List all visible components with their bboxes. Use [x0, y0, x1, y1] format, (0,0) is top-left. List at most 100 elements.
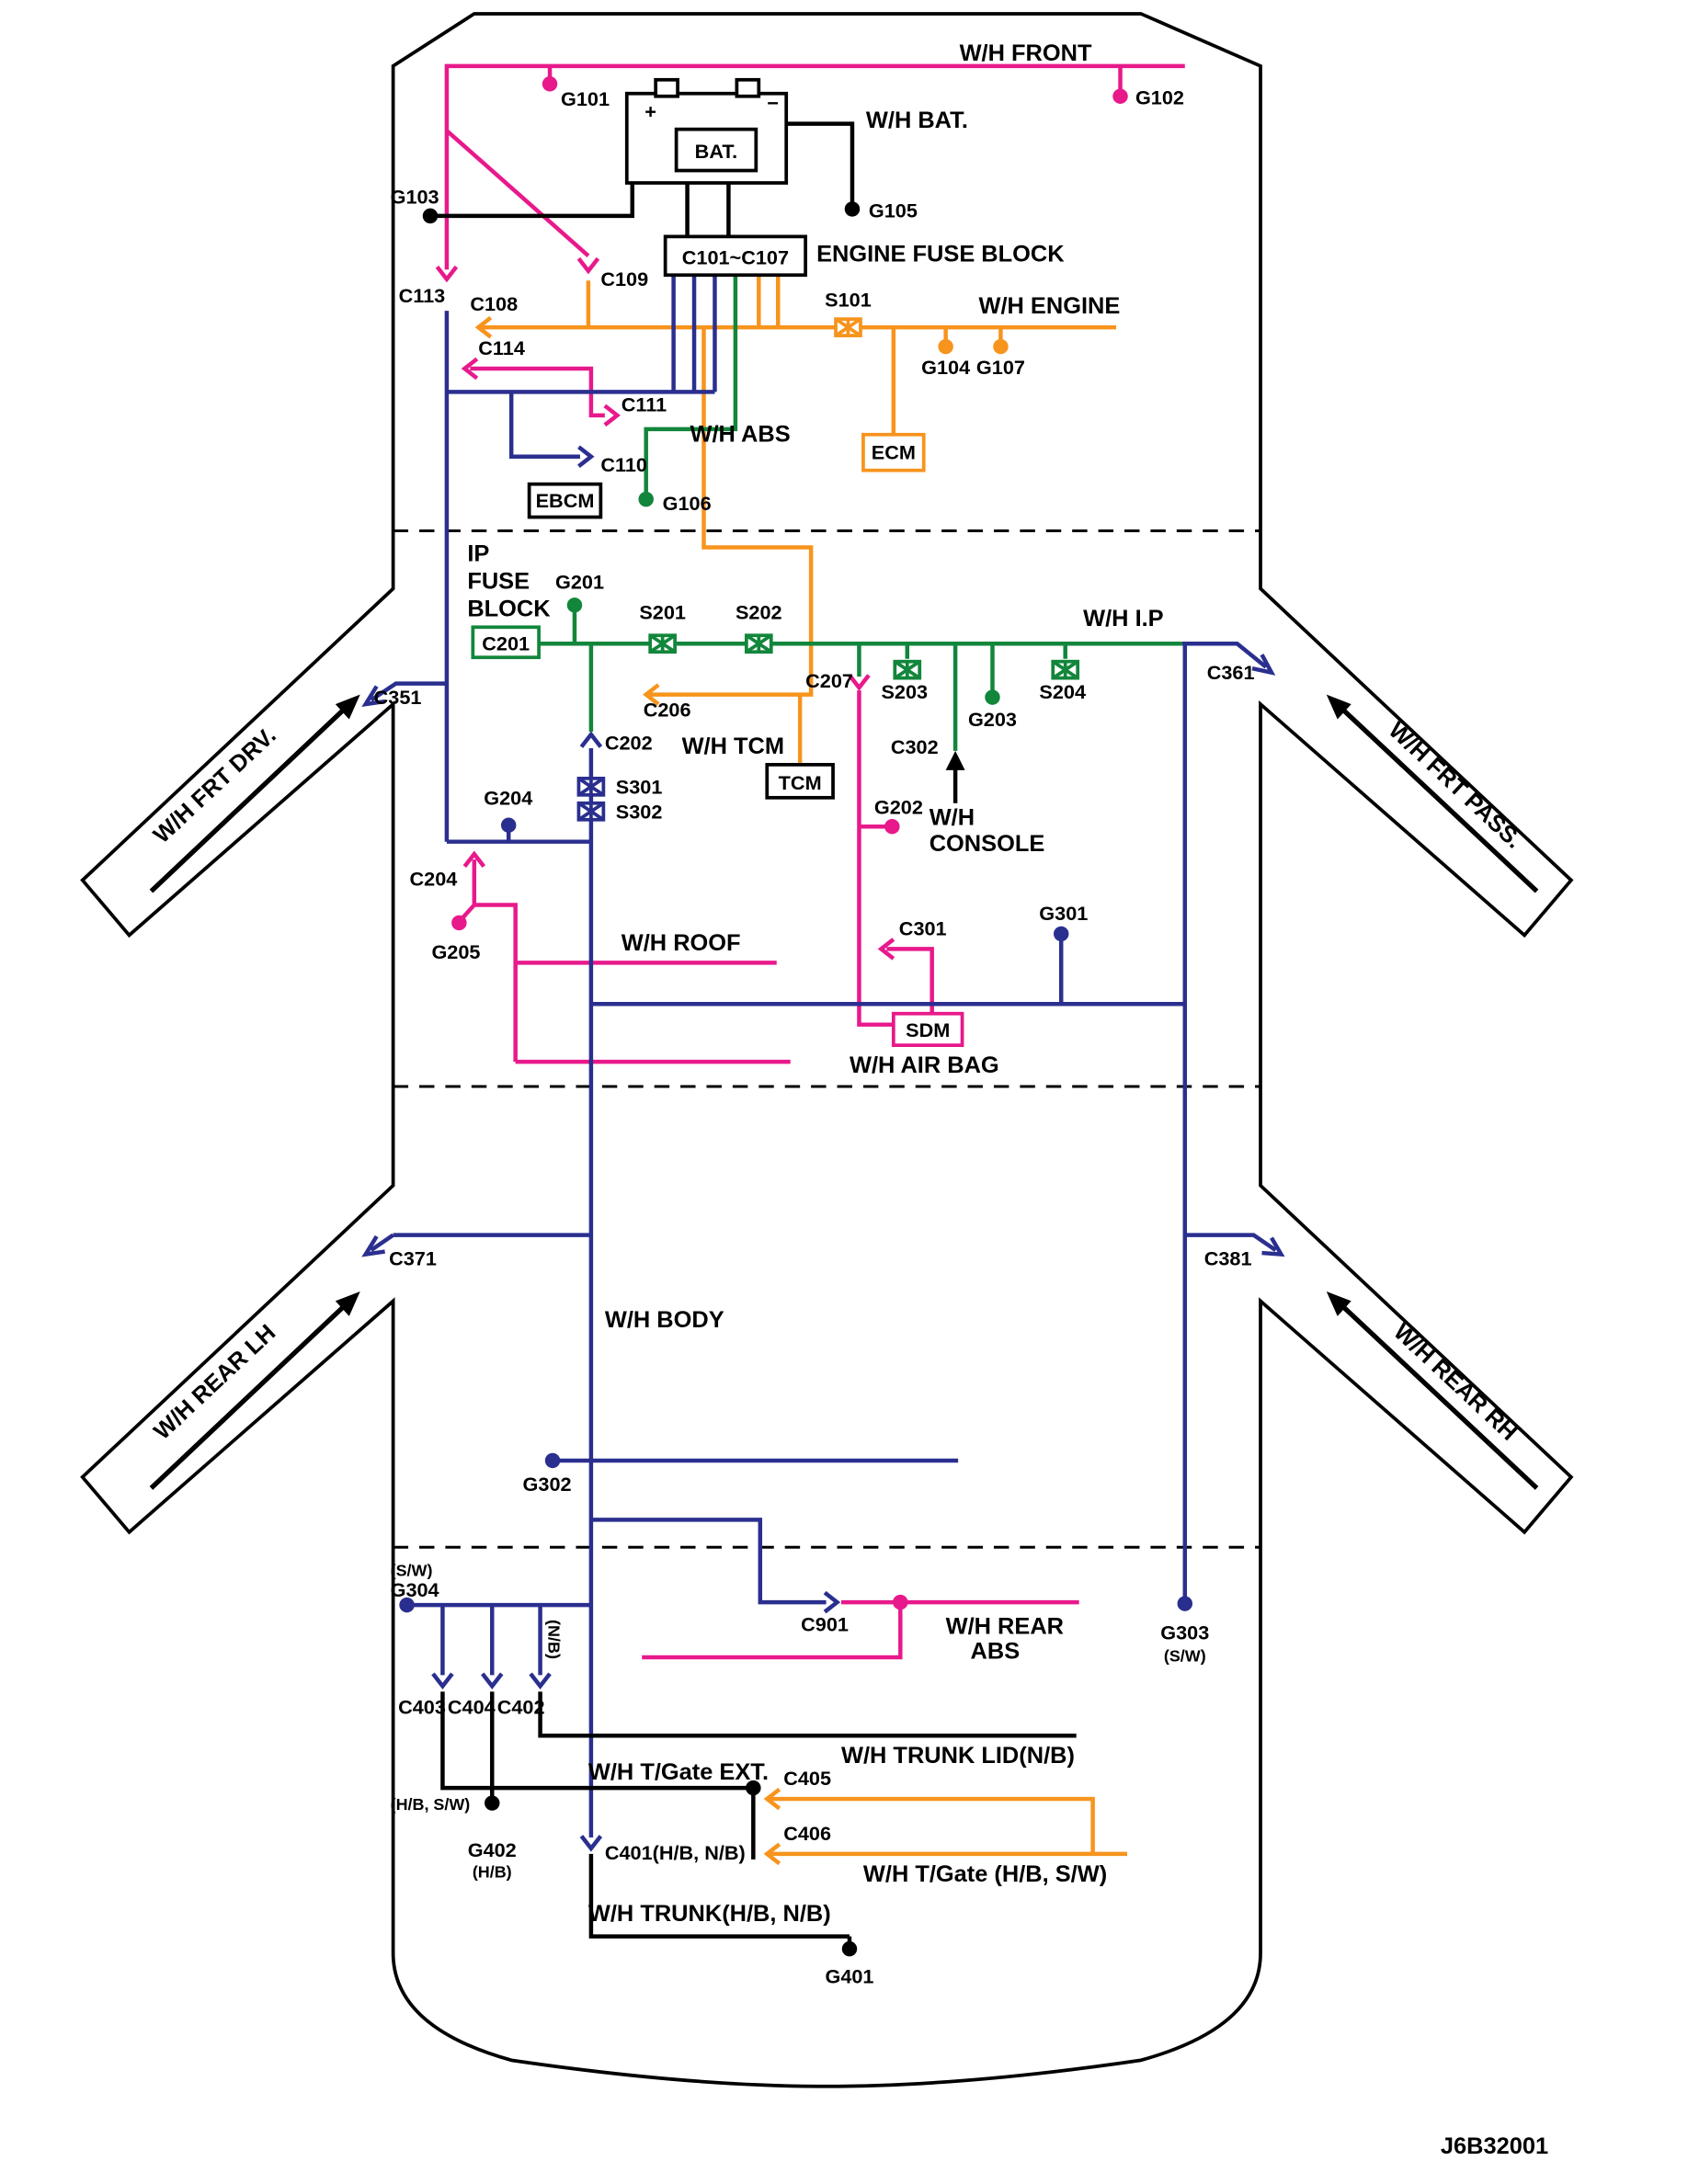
g301-ground-dot: [1054, 926, 1069, 942]
wh-rear-rh-label: W/H REAR RH: [1388, 1319, 1522, 1446]
fuse-block-label: C101~C107: [682, 245, 789, 268]
s204-label: S204: [1039, 680, 1086, 703]
nb-note: (N/B): [545, 1620, 564, 1659]
g402-branch-note: (H/B, S/W): [391, 1795, 471, 1814]
wh-tcm-label: W/H TCM: [682, 734, 784, 759]
s202-label: S202: [736, 600, 782, 623]
c108-connector: [474, 315, 493, 339]
s302-splice-symbol: [576, 801, 606, 822]
g205-ground-dot: [451, 915, 467, 931]
console-arrowhead: [945, 750, 965, 770]
s204-splice-symbol: [1051, 659, 1080, 680]
c302-label: C302: [891, 735, 939, 758]
c301-line: [886, 947, 934, 1014]
c109-connector: [576, 256, 600, 275]
frt-drv-channel-arrowhead: [335, 694, 360, 720]
g302-label: G302: [523, 1473, 572, 1496]
wh-engine-lines: [481, 275, 1117, 435]
wh-trunk-label: W/H TRUNK(H/B, N/B): [588, 1901, 831, 1927]
c111-label: C111: [622, 392, 667, 415]
g402-note: (H/B): [473, 1862, 512, 1881]
ip-fuse-block-line3: BLOCK: [467, 596, 551, 621]
c301-label: C301: [899, 916, 947, 939]
frt-pass-channel-arrow: [1340, 708, 1539, 893]
g106-label: G106: [663, 492, 712, 515]
g204-label: G204: [484, 786, 532, 809]
c361-label: C361: [1207, 661, 1255, 684]
g201-ground-dot: [566, 597, 583, 613]
g203-ground-dot: [985, 689, 1000, 705]
c901-label: C901: [801, 1613, 849, 1636]
c207-label: C207: [805, 669, 853, 692]
wh-rear-abs-label-line2: ABS: [971, 1638, 1021, 1664]
wh-front-line: [444, 63, 1185, 270]
g102-label: G102: [1135, 86, 1184, 109]
g101-ground-dot: [542, 76, 558, 92]
wh-tcm-lines: [648, 327, 814, 765]
wh-air-bag-label: W/H AIR BAG: [850, 1052, 999, 1078]
wh-ip-label: W/H I.P: [1083, 606, 1164, 631]
rear-abs-junction-dot: [893, 1594, 908, 1610]
g203-label: G203: [968, 708, 1017, 731]
wh-tgate-ext-label: W/H T/Gate EXT.: [588, 1759, 769, 1785]
g104-ground-dot: [938, 338, 953, 355]
c109-label: C109: [600, 267, 648, 290]
g402-ground-dot: [485, 1795, 500, 1811]
wh-frt-pass-label: W/H FRT PASS.: [1384, 717, 1527, 853]
c381-label: C381: [1204, 1247, 1252, 1270]
c113-label: C113: [399, 284, 446, 307]
g107-label: G107: [976, 356, 1025, 379]
g101-label: G101: [561, 87, 610, 110]
tgate-junction-dot: [746, 1780, 761, 1796]
g302-ground-dot: [544, 1452, 561, 1469]
c202-label: C202: [605, 731, 653, 754]
engine-fuse-block-title: ENGINE FUSE BLOCK: [816, 241, 1065, 267]
c361-connector: [1251, 654, 1276, 676]
ecm-label: ECM: [872, 441, 916, 464]
c403-connector: [431, 1672, 454, 1690]
battery-terminal-plus: [654, 77, 679, 98]
c405-label: C405: [783, 1767, 831, 1790]
c301-connector: [877, 938, 895, 961]
c201-box: [471, 625, 541, 660]
frt-drv-channel-arrow: [149, 708, 346, 893]
c114-connector: [461, 357, 479, 381]
wh-engine-label: W/H ENGINE: [979, 293, 1121, 319]
c206-connector: [643, 683, 660, 706]
g201-label: G201: [555, 570, 604, 593]
battery-label-box: [674, 127, 758, 173]
g104-label: G104: [921, 356, 970, 379]
sdm-box: [891, 1011, 964, 1047]
battery-minus-sign: −: [767, 92, 779, 115]
g204-ground-dot: [500, 817, 517, 833]
g401-label: G401: [825, 1965, 873, 1988]
c405-connector: [763, 1787, 781, 1811]
wh-body-label: W/H BODY: [605, 1307, 724, 1333]
s302-label: S302: [616, 800, 663, 823]
battery-label: BAT.: [695, 140, 738, 163]
wh-console-label-line2: CONSOLE: [930, 831, 1045, 857]
c404-connector: [481, 1672, 504, 1690]
body-harness-cross-lines: [370, 641, 1277, 1598]
g303-note: (S/W): [1164, 1646, 1206, 1665]
wh-rear-abs-line: [642, 1599, 1079, 1660]
g105-label: G105: [869, 199, 918, 222]
g304-note: (S/W): [391, 1562, 433, 1580]
c110-connector: [577, 445, 595, 468]
ip-fuse-block-line2: FUSE: [467, 568, 530, 594]
g301-label: G301: [1039, 902, 1088, 925]
wh-tgate-label: W/H T/Gate (H/B, S/W): [863, 1861, 1107, 1887]
wh-bat-lines: [429, 121, 855, 237]
rear-rh-channel-arrow: [1340, 1304, 1539, 1490]
c110-label: C110: [600, 453, 647, 476]
c381-connector: [1261, 1236, 1285, 1257]
ebcm-box: [527, 482, 603, 519]
engine-fuse-block-box: [663, 234, 808, 278]
c401-label: C401(H/B, N/B): [605, 1841, 746, 1864]
sdm-label: SDM: [906, 1018, 950, 1041]
ip-fuse-block-line1: IP: [467, 540, 489, 566]
c202-connector: [579, 731, 603, 748]
s301-splice-symbol: [576, 776, 606, 797]
wh-ip-lines: [539, 275, 1182, 751]
